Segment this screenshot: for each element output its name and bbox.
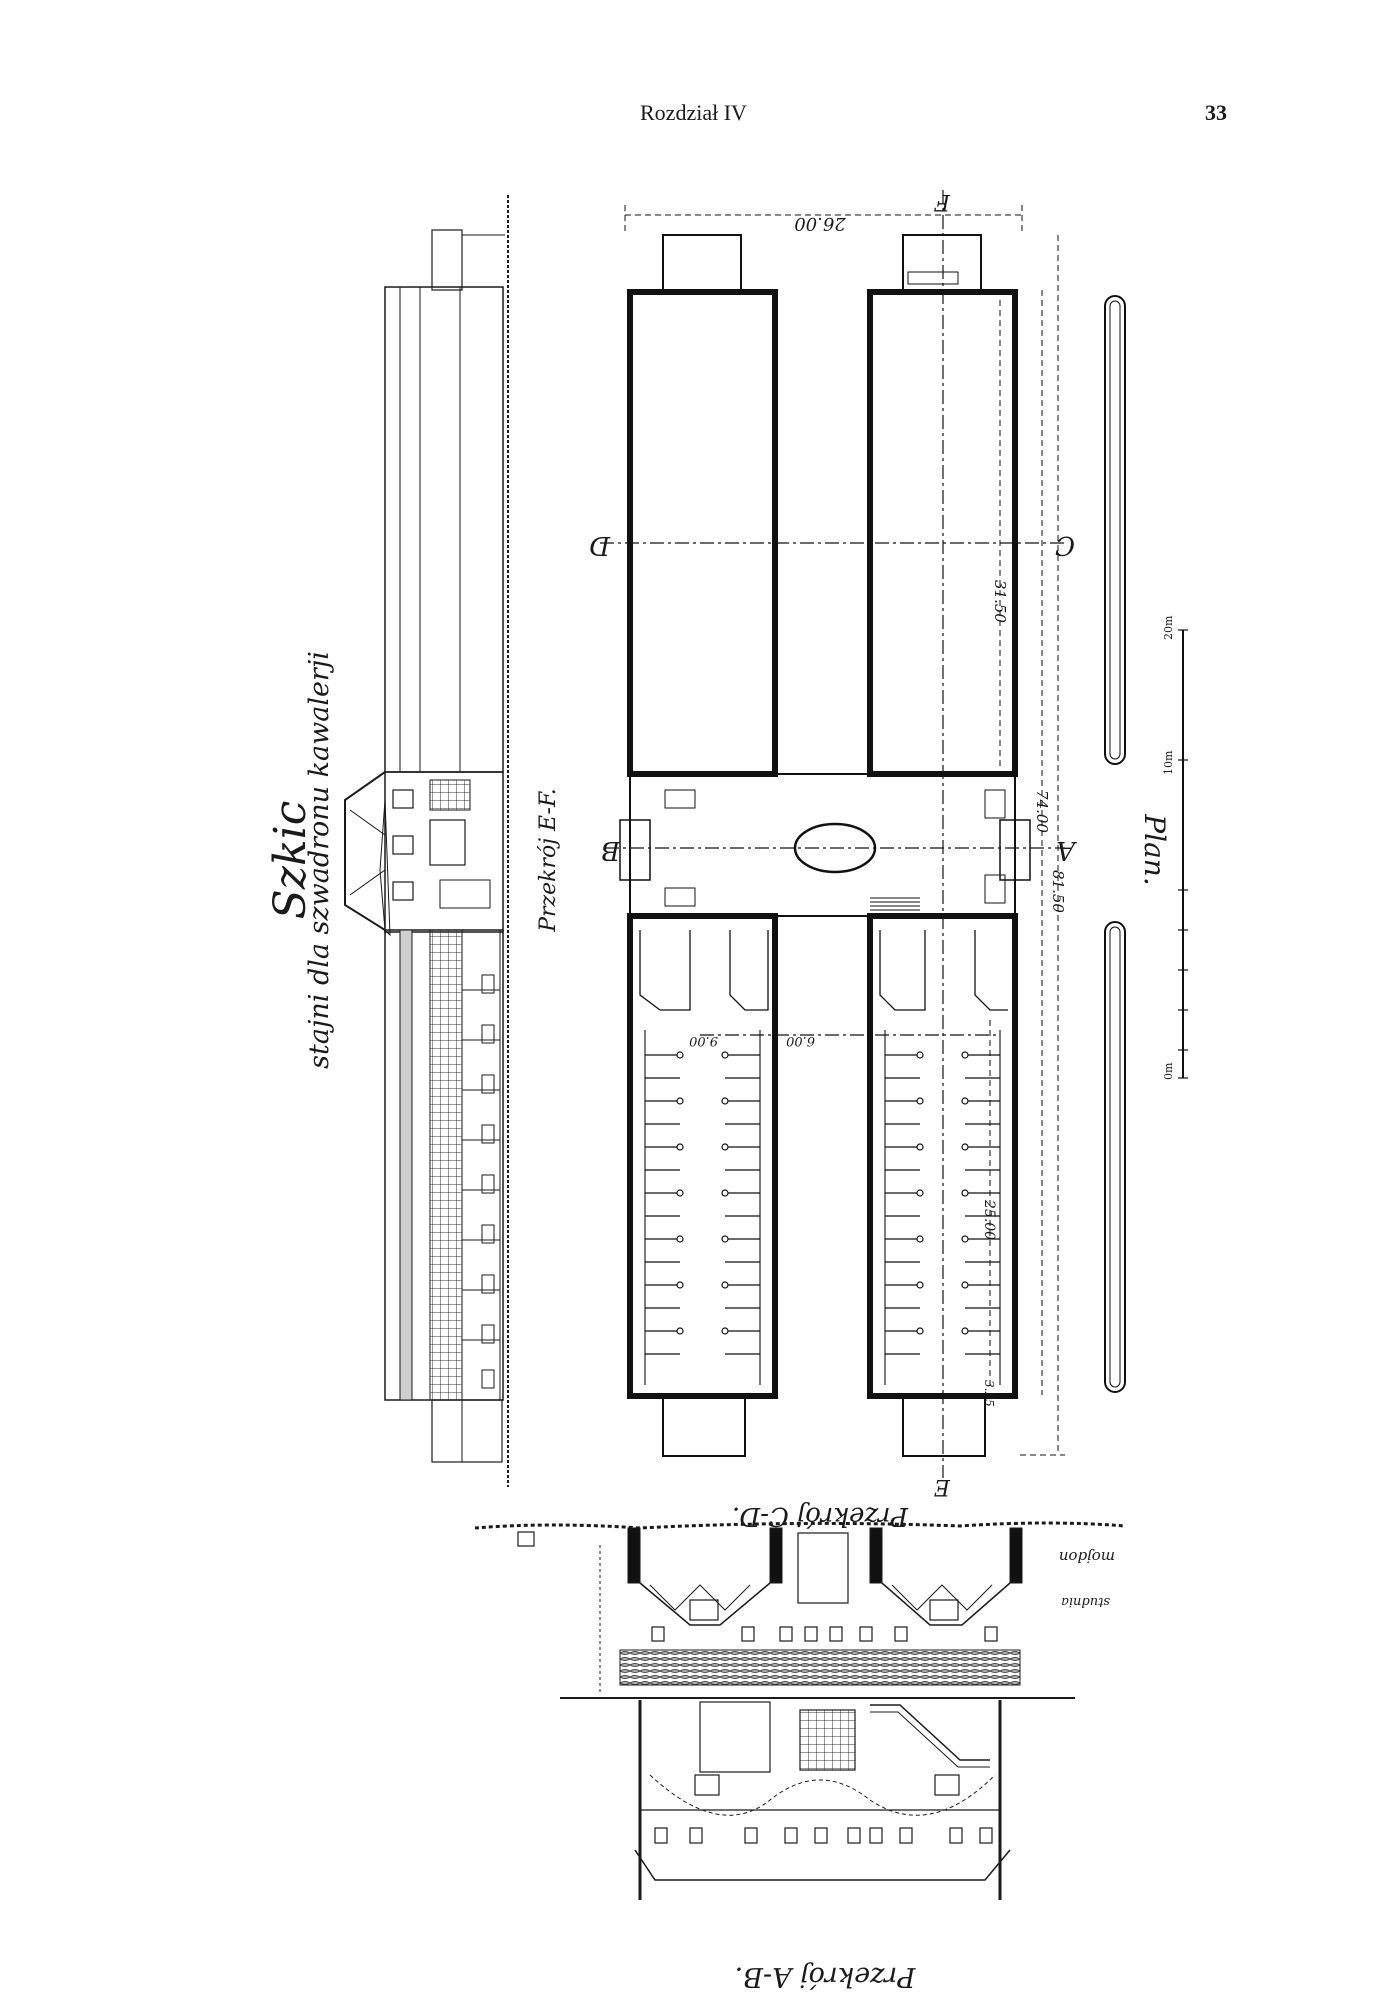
running-head: Rozdział IV [640,100,747,125]
label-section-ab: Przekrój A-B. [735,1961,917,1992]
label-mojdon: mojdon [1059,1548,1115,1566]
title-szkic: Szkic [265,801,316,920]
page-number: 33 [1205,100,1227,125]
dim-aisle: 6.00 [786,1033,815,1048]
scale-end: 20m [1162,615,1175,640]
marker-a: A [1056,835,1077,865]
dim-lower: 25.00 [981,1199,997,1240]
plan-drawing [600,190,1188,1478]
marker-e: E [934,1474,951,1499]
section-cd-drawing [474,1521,1126,1699]
dim-wing-length: 74.00 [1033,790,1051,833]
marker-c: C [1055,530,1075,560]
label-section-ef: Przekrój E-F. [536,788,561,933]
title-subtitle: stajni dla szwadronu kawalerji [304,651,335,1069]
label-studnia: studnia [1061,1594,1110,1609]
stall-dividers [645,1054,1000,1355]
marker-f: F [934,189,951,214]
dim-end: 3.25 [982,1380,996,1407]
section-ef-drawing [344,195,509,1487]
dim-overall-width: 26.00 [794,213,847,234]
marker-d: D [589,530,611,560]
dim-total-length: 81.50 [1049,870,1067,913]
page-header: Rozdział IV 33 [0,100,1400,140]
marker-b: B [601,835,621,865]
scale-mid: 10m [1162,750,1175,775]
dim-bay: 9.00 [689,1033,718,1048]
dim-upper: 31.50 [991,580,1009,623]
scale-start: 0m [1162,1062,1175,1080]
label-section-cd: Przekrój C-D. [732,1501,909,1531]
section-ab-drawing [634,1700,1011,1900]
plan-label: Plan. [1138,813,1171,885]
